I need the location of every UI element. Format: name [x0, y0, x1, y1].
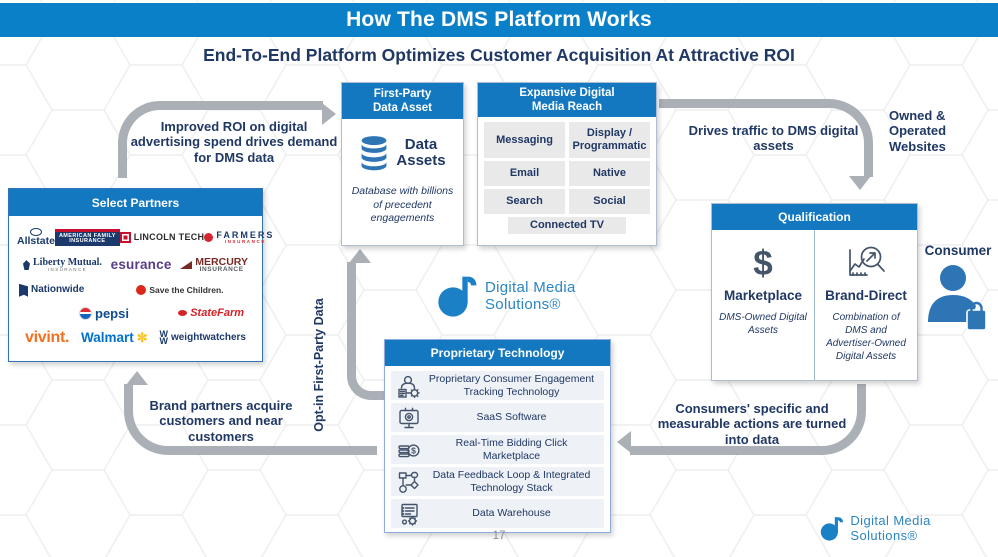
growth-chart-magnifier-icon: [849, 246, 885, 276]
svg-text:$: $: [411, 445, 416, 455]
dms-d-icon: [438, 276, 477, 317]
arrow-optin-first-party-data: [347, 249, 387, 400]
save-the-children-icon: [136, 285, 147, 296]
marketplace-caption: DMS-Owned Digital Assets: [719, 312, 807, 336]
arrowhead-down-icon: [849, 176, 871, 190]
consumer-person-icon: [925, 262, 989, 342]
liberty-torch-icon: [23, 260, 30, 271]
tech-row-saas-software: SaaS Software: [391, 403, 604, 432]
feedback-flowchart-icon: [398, 471, 419, 493]
saas-monitor-icon: [399, 407, 419, 428]
dms-d-icon: [820, 516, 844, 541]
bidding-coins-icon: $: [398, 443, 420, 457]
consumer-label: Consumer: [924, 243, 992, 258]
data-assets-title: Data Assets: [396, 135, 446, 169]
qualification-header: Qualification: [712, 204, 917, 230]
mercury-wing-icon: [180, 261, 193, 270]
label-improved-roi: Improved ROI on digital advertising spen…: [130, 119, 338, 165]
partner-logo-lincoln-tech: LINCOLN TECH: [119, 231, 205, 243]
partner-logo-pepsi: pepsi: [79, 306, 129, 320]
marketplace-title: Marketplace: [723, 288, 803, 303]
media-cell-social: Social: [569, 189, 650, 214]
arrow-partners-to-data-asset: [118, 101, 336, 178]
arrowhead-up-icon: [349, 249, 371, 263]
tech-row-data-feedback-loop: Data Feedback Loop & Integrated Technolo…: [391, 467, 604, 496]
select-partners-header: Select Partners: [9, 189, 262, 216]
partner-logo-vivint: vivint.: [25, 328, 70, 346]
tech-row-data-warehouse: Data Warehouse: [391, 499, 604, 528]
arrow-media-to-qualification: [659, 99, 873, 190]
arrow-qualification-to-technology: [617, 384, 866, 455]
tech-row-real-time-bidding: $ Real-Time Bidding Click Marketplace: [391, 435, 604, 464]
consumer-tracking-icon: [398, 375, 420, 398]
arrow-technology-to-partners: [124, 371, 377, 455]
qualification-box: Qualification $ Marketplace DMS-Owned Di…: [711, 203, 918, 381]
farmers-shield-icon: [204, 232, 214, 242]
first-party-header: First-Party Data Asset: [342, 83, 463, 119]
allstate-goodhands-icon: [29, 228, 42, 237]
slide-title: How The DMS Platform Works: [346, 8, 652, 31]
media-cell-native: Native: [569, 161, 650, 186]
media-cell-display-programmatic: Display / Programmatic: [569, 122, 650, 158]
label-consumers-actions: Consumers' specific and measurable actio…: [657, 401, 847, 447]
label-owned-operated-websites: Owned & Operated Websites: [889, 108, 947, 154]
arrowhead-up-icon: [126, 371, 148, 385]
partner-logo-esurance: esurance: [110, 257, 172, 273]
media-cell-search: Search: [484, 189, 565, 214]
label-brand-partners: Brand partners acquire customers and nea…: [149, 398, 293, 444]
title-banner: How The DMS Platform Works: [0, 3, 998, 37]
partner-logo-nationwide: Nationwide: [19, 283, 84, 297]
select-partners-box: Select Partners Allstate AMERICAN FAMILY…: [8, 188, 272, 362]
walmart-spark-icon: ✼: [136, 330, 148, 346]
partner-logo-liberty-mutual: Liberty Mutual.INSURANCE: [23, 257, 102, 273]
arrowhead-right-icon: [322, 103, 336, 125]
partner-logo-save-the-children: Save the Children.: [136, 285, 224, 296]
tech-row-engagement-tracking: Proprietary Consumer Engagement Tracking…: [391, 371, 604, 400]
database-icon: [361, 136, 387, 171]
marketplace-column: $ Marketplace DMS-Owned Digital Assets: [712, 230, 815, 380]
first-party-data-asset-box: First-Party Data Asset Data Assets: [341, 82, 464, 246]
state-farm-ovals-icon: [178, 310, 188, 317]
label-drives-traffic: Drives traffic to DMS digital assets: [688, 123, 859, 154]
data-assets-caption: Database with billions of precedent enga…: [351, 185, 454, 225]
pepsi-globe-icon: [79, 306, 92, 320]
brand-direct-caption: Combination of DMS and Advertiser-Owned …: [826, 312, 906, 362]
dollar-icon: $: [753, 243, 773, 283]
label-opt-in-first-party-data: Opt-in First-Party Data: [312, 298, 326, 432]
proprietary-technology-box: Proprietary Technology Proprietary Consu…: [384, 339, 611, 533]
page-number: 17: [492, 530, 506, 542]
lincoln-tech-square-icon: [119, 231, 131, 243]
brand-direct-title: Brand-Direct: [825, 288, 907, 303]
media-cell-messaging: Messaging: [484, 122, 565, 158]
data-warehouse-icon: [401, 503, 418, 526]
proprietary-technology-header: Proprietary Technology: [385, 340, 610, 366]
brand-direct-column: Brand-Direct Combination of DMS and Adve…: [815, 230, 917, 380]
partner-logo-walmart: Walmart ✼: [80, 330, 148, 346]
media-reach-header: Expansive Digital Media Reach: [478, 83, 656, 117]
dms-logo-text: Digital Media Solutions®: [485, 278, 576, 313]
dms-logo-bottom-right: Digital Media Solutions®: [820, 513, 998, 543]
arrowhead-left-icon: [617, 431, 631, 453]
partner-logo-state-farm: StateFarm: [178, 307, 244, 319]
media-cell-connected-tv: Connected TV: [508, 217, 626, 234]
dms-logo-center: Digital Media Solutions®: [437, 274, 576, 318]
media-reach-box: Expansive Digital Media Reach Messaging …: [477, 82, 657, 246]
media-cell-email: Email: [484, 161, 565, 186]
slide-subtitle: End-To-End Platform Optimizes Customer A…: [203, 45, 795, 65]
nationwide-eagle-icon: [19, 283, 28, 297]
dms-logo-text: Digital Media Solutions®: [850, 513, 931, 543]
partner-logo-allstate: Allstate: [17, 228, 55, 247]
